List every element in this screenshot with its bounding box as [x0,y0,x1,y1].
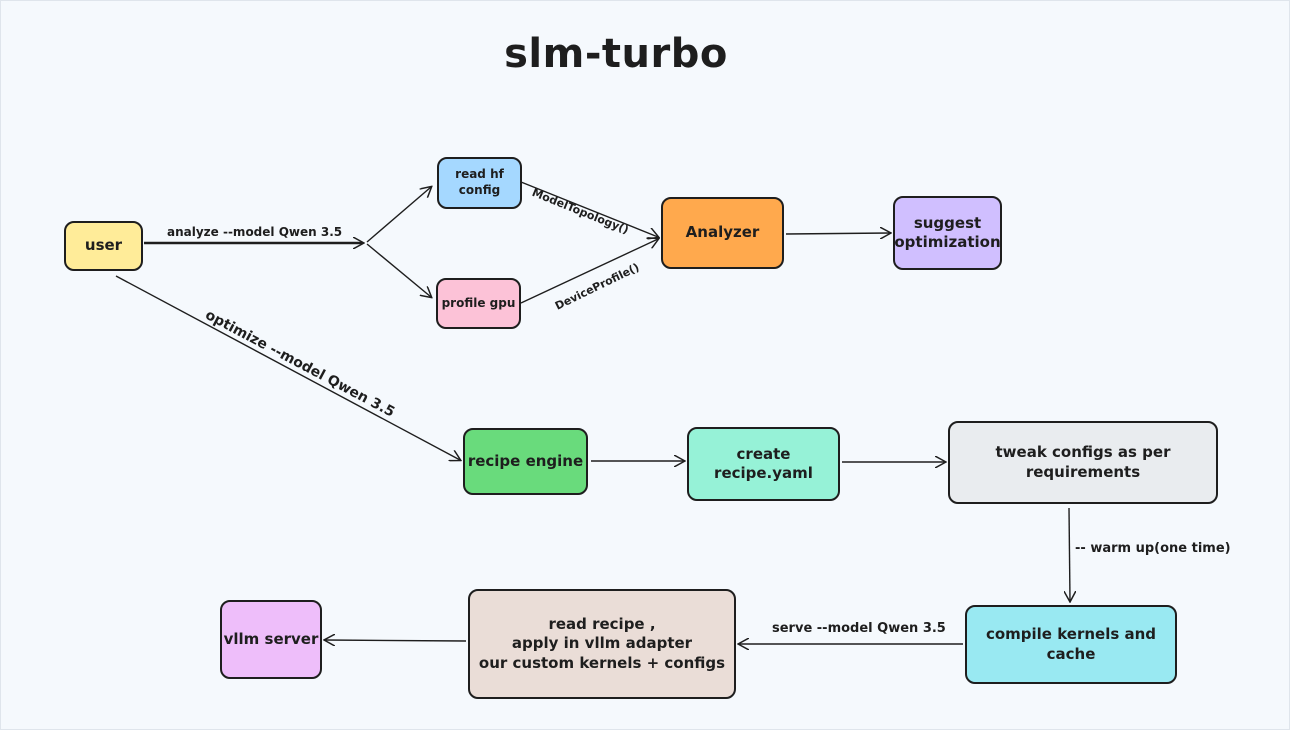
tweak-configs-node: tweak configs as per requirements [948,421,1218,504]
edge-tweak-to-compile [1069,507,1070,601]
edge-profile-gpu-to-analyzer [520,239,658,304]
edge-branch-to-profile-gpu [366,243,431,297]
vllm-server-label: vllm server [223,629,319,648]
profile-gpu-label: profile gpu [441,295,516,310]
suggest-optimization-label: suggest optimization [894,213,1001,252]
user-node-label: user [84,236,123,255]
vllm-server-node: vllm server [220,600,322,679]
diagram-title: slm-turbo [504,31,728,77]
analyzer-node: Analyzer [661,197,784,269]
compile-kernels-label: compile kernels and cache [985,625,1157,663]
create-recipe-label: create recipe.yaml [714,444,813,483]
edge-analyzer-to-suggest [785,233,890,234]
serve-command-label: serve --model Qwen 3.5 [772,621,946,636]
profile-gpu-node: profile gpu [436,278,521,329]
analyzer-label: Analyzer [685,223,760,242]
edge-read-hf-to-analyzer [520,181,658,237]
edge-user-optimize [115,275,460,460]
recipe-engine-node: recipe engine [463,428,588,495]
edge-read-recipe-to-vllm [325,640,467,641]
read-recipe-node: read recipe , apply in vllm adapter our … [468,589,736,699]
recipe-engine-label: recipe engine [467,451,584,470]
edge-branch-to-read-hf [366,187,431,243]
analyze-command-label: analyze --model Qwen 3.5 [167,225,343,239]
user-node: user [64,221,143,271]
tweak-configs-label: tweak configs as per requirements [995,443,1171,481]
read-hf-config-node: read hf config [437,157,522,209]
suggest-optimization-node: suggest optimization [893,196,1002,270]
create-recipe-node: create recipe.yaml [687,427,840,501]
read-hf-config-label: read hf config [455,167,504,197]
warm-up-label: -- warm up(one time) [1075,541,1231,556]
read-recipe-label: read recipe , apply in vllm adapter our … [478,614,726,672]
compile-kernels-node: compile kernels and cache [965,605,1177,684]
